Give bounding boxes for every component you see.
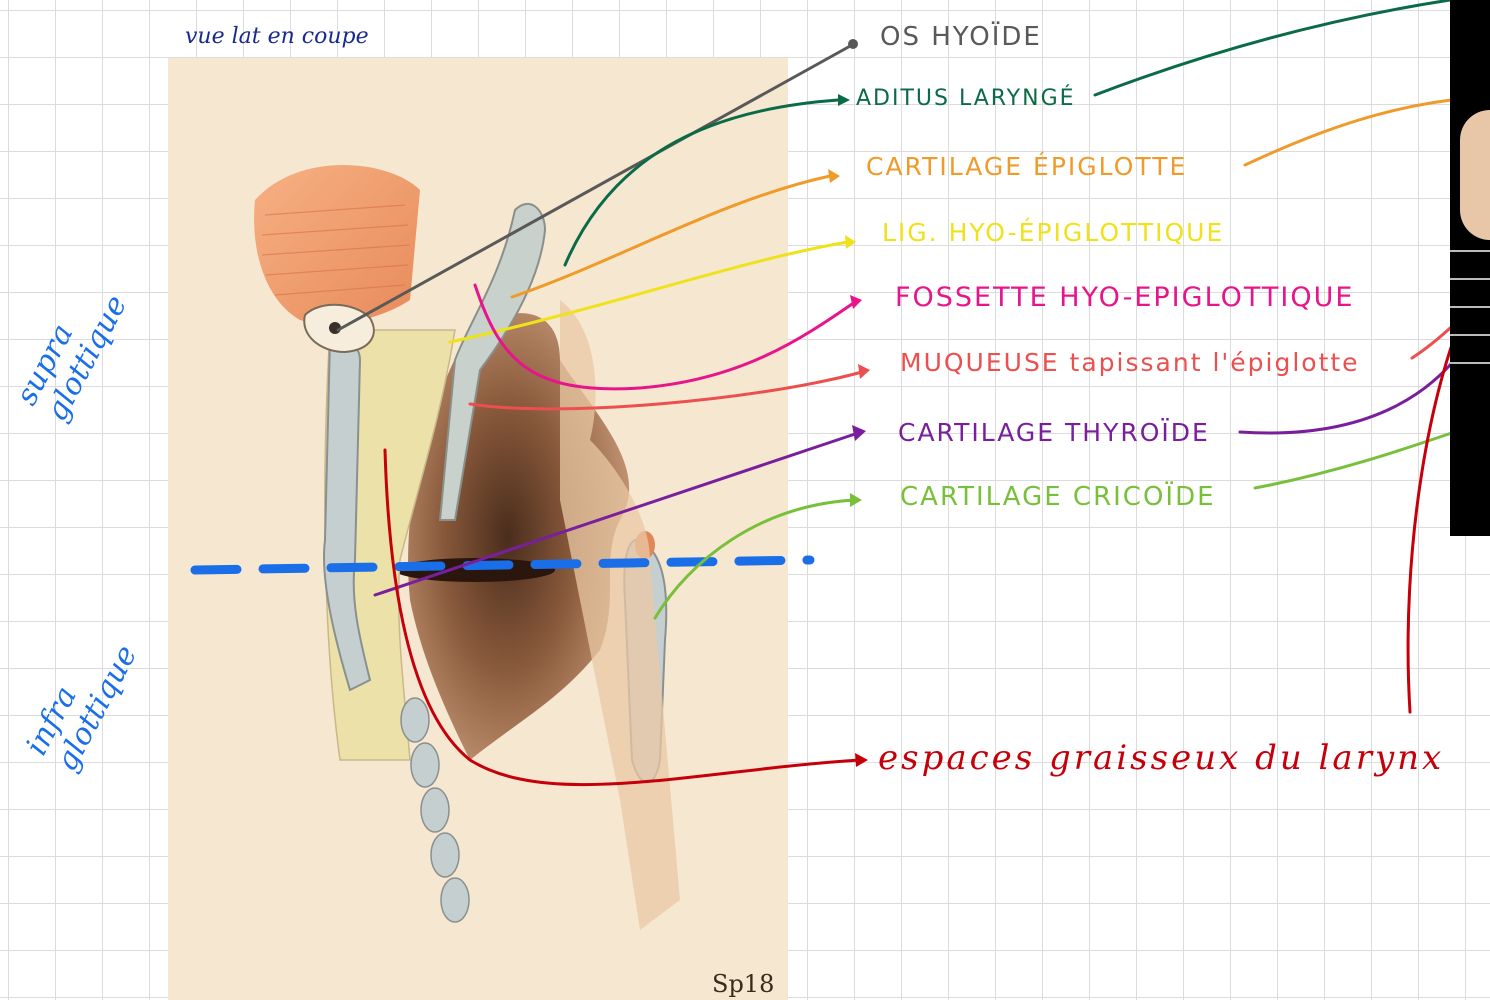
figure-code: Sp18 xyxy=(712,970,775,998)
leader-os-hyoide xyxy=(336,43,854,332)
arrowhead-lig xyxy=(845,235,856,249)
label-lig-hyo-epiglottique: LIG. HYO-ÉPIGLOTTIQUE xyxy=(882,218,1225,247)
leader-aditus xyxy=(563,98,840,267)
arrowhead-epiglotte xyxy=(828,169,840,183)
label-fossette-hyo-epiglottique: FOSSETTE HYO-EPIGLOTTIQUE xyxy=(895,282,1355,313)
right-line-epiglotte xyxy=(1243,96,1472,167)
leader-muqueuse xyxy=(468,370,864,411)
arrowhead-fossette xyxy=(850,295,862,309)
leader-cricoide xyxy=(653,498,857,620)
arrowhead-muqueuse xyxy=(858,364,870,379)
label-muqueuse: MUQUEUSE tapissant l'épiglotte xyxy=(900,348,1360,377)
arrowhead-espaces xyxy=(855,753,868,767)
cropped-photo xyxy=(1450,0,1490,536)
muscle-shape xyxy=(254,165,420,324)
label-cartilage-thyroide: CARTILAGE THYROÏDE xyxy=(898,418,1210,447)
arrowhead-aditus xyxy=(838,94,850,106)
label-cartilage-epiglotte: CARTILAGE ÉPIGLOTTE xyxy=(866,152,1188,181)
posterior-wall xyxy=(560,300,680,930)
label-os-hyoide: OS HYOÏDE xyxy=(880,22,1042,52)
leader-lig-hyo-epiglottique xyxy=(448,240,850,344)
leader-espaces xyxy=(383,448,862,787)
leader-thyroide xyxy=(373,431,860,597)
arrowhead-os-hyoide xyxy=(848,39,858,49)
diagram-title: vue lat en coupe xyxy=(185,24,369,49)
leader-cartilage-epiglotte xyxy=(510,174,832,299)
label-espaces-graisseux: espaces graisseux du larynx xyxy=(878,738,1445,778)
arrowhead-thyroide xyxy=(852,425,866,441)
leader-fossette xyxy=(473,283,857,391)
glottis-line xyxy=(190,555,815,575)
right-line-aditus xyxy=(1093,0,1452,97)
label-cartilage-cricoide: CARTILAGE CRICOÏDE xyxy=(900,482,1216,512)
arrowhead-cricoide xyxy=(850,493,862,507)
tracheal-rings xyxy=(400,697,470,923)
label-aditus-larynge: ADITUS LARYNGÉ xyxy=(856,86,1076,111)
